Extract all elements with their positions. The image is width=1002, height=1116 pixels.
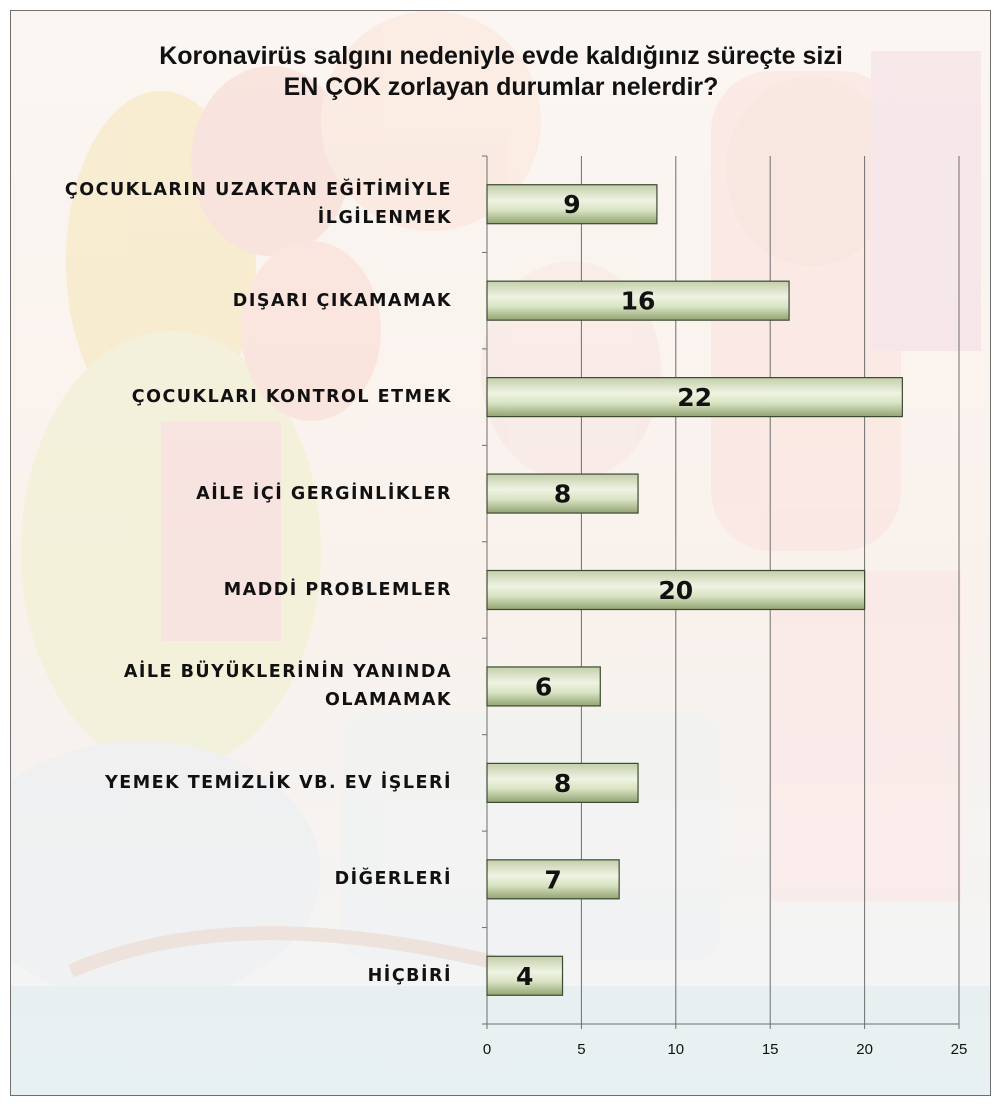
category-label-line: İLGİLENMEK: [317, 208, 452, 229]
category-label-line: MADDİ PROBLEMLER: [223, 580, 452, 600]
bar: [486, 955, 564, 996]
bar: [486, 666, 601, 707]
category-label-line: HİÇBİRİ: [367, 965, 452, 986]
category-label: ÇOCUKLARI KONTROL ETMEK: [11, 383, 452, 411]
bar: [486, 569, 866, 611]
bar-value-label: 22: [677, 383, 712, 412]
bar: [486, 859, 620, 900]
category-label: ÇOCUKLARIN UZAKTAN EĞİTİMİYLE İLGİLENMEK: [11, 176, 452, 232]
category-label: AİLE İÇİ GERGİNLİKLER: [11, 480, 452, 508]
x-tick-label: 20: [856, 1041, 873, 1058]
x-tick-label: 10: [667, 1041, 684, 1058]
x-tick-label: 25: [951, 1041, 968, 1058]
bar-value-label: 4: [516, 962, 533, 991]
chart-frame: Koronavirüs salgını nedeniyle evde kaldı…: [10, 10, 991, 1096]
category-label: AİLE BÜYÜKLERİNİN YANINDA OLAMAMAK: [11, 658, 452, 714]
bar-value-label: 9: [563, 190, 580, 219]
bar: [486, 280, 790, 321]
chart-title-line: EN ÇOK zorlayan durumlar nelerdir?: [283, 73, 719, 101]
category-label: HİÇBİRİ: [11, 962, 452, 990]
category-label: DİĞERLERİ: [11, 865, 452, 893]
bar: [486, 762, 639, 803]
bar: [486, 377, 903, 418]
bar-value-label: 8: [554, 480, 571, 509]
bar-value-label: 8: [554, 769, 571, 798]
category-label-line: ÇOCUKLARI KONTROL ETMEK: [131, 387, 452, 408]
bar: [486, 473, 639, 514]
category-label-line: DİĞERLERİ: [334, 869, 452, 890]
faded-family-illustration: [11, 11, 990, 1095]
x-tick-label: 15: [762, 1041, 779, 1058]
category-label: DIŞARI ÇIKAMAMAK: [11, 287, 452, 315]
bar-value-label: 20: [658, 576, 693, 605]
bar: [486, 184, 658, 225]
category-label-line: AİLE İÇİ GERGİNLİKLER: [196, 483, 452, 504]
category-label: YEMEK TEMİZLİK VB. EV İŞLERİ: [11, 769, 452, 797]
bar-value-label: 6: [535, 672, 552, 701]
x-tick-label: 5: [577, 1041, 585, 1058]
chart-title: Koronavirüs salgını nedeniyle evde kaldı…: [51, 41, 951, 103]
chart-title-line: Koronavirüs salgını nedeniyle evde kaldı…: [159, 42, 843, 70]
category-label: MADDİ PROBLEMLER: [11, 576, 452, 604]
bar-value-label: 7: [544, 865, 561, 894]
category-label-line: AİLE BÜYÜKLERİNİN YANINDA: [123, 662, 452, 683]
category-label-line: YEMEK TEMİZLİK VB. EV İŞLERİ: [105, 772, 452, 793]
category-label-line: OLAMAMAK: [324, 690, 452, 711]
category-label-line: ÇOCUKLARIN UZAKTAN EĞİTİMİYLE: [64, 180, 452, 201]
category-label-line: DIŞARI ÇIKAMAMAK: [232, 290, 452, 311]
bar-value-label: 16: [621, 287, 656, 316]
bar-chart: 0 5 10 15 20 25 9 16 22 8 20 6 8 7 4: [482, 155, 968, 1058]
x-tick-label: 0: [483, 1041, 491, 1058]
